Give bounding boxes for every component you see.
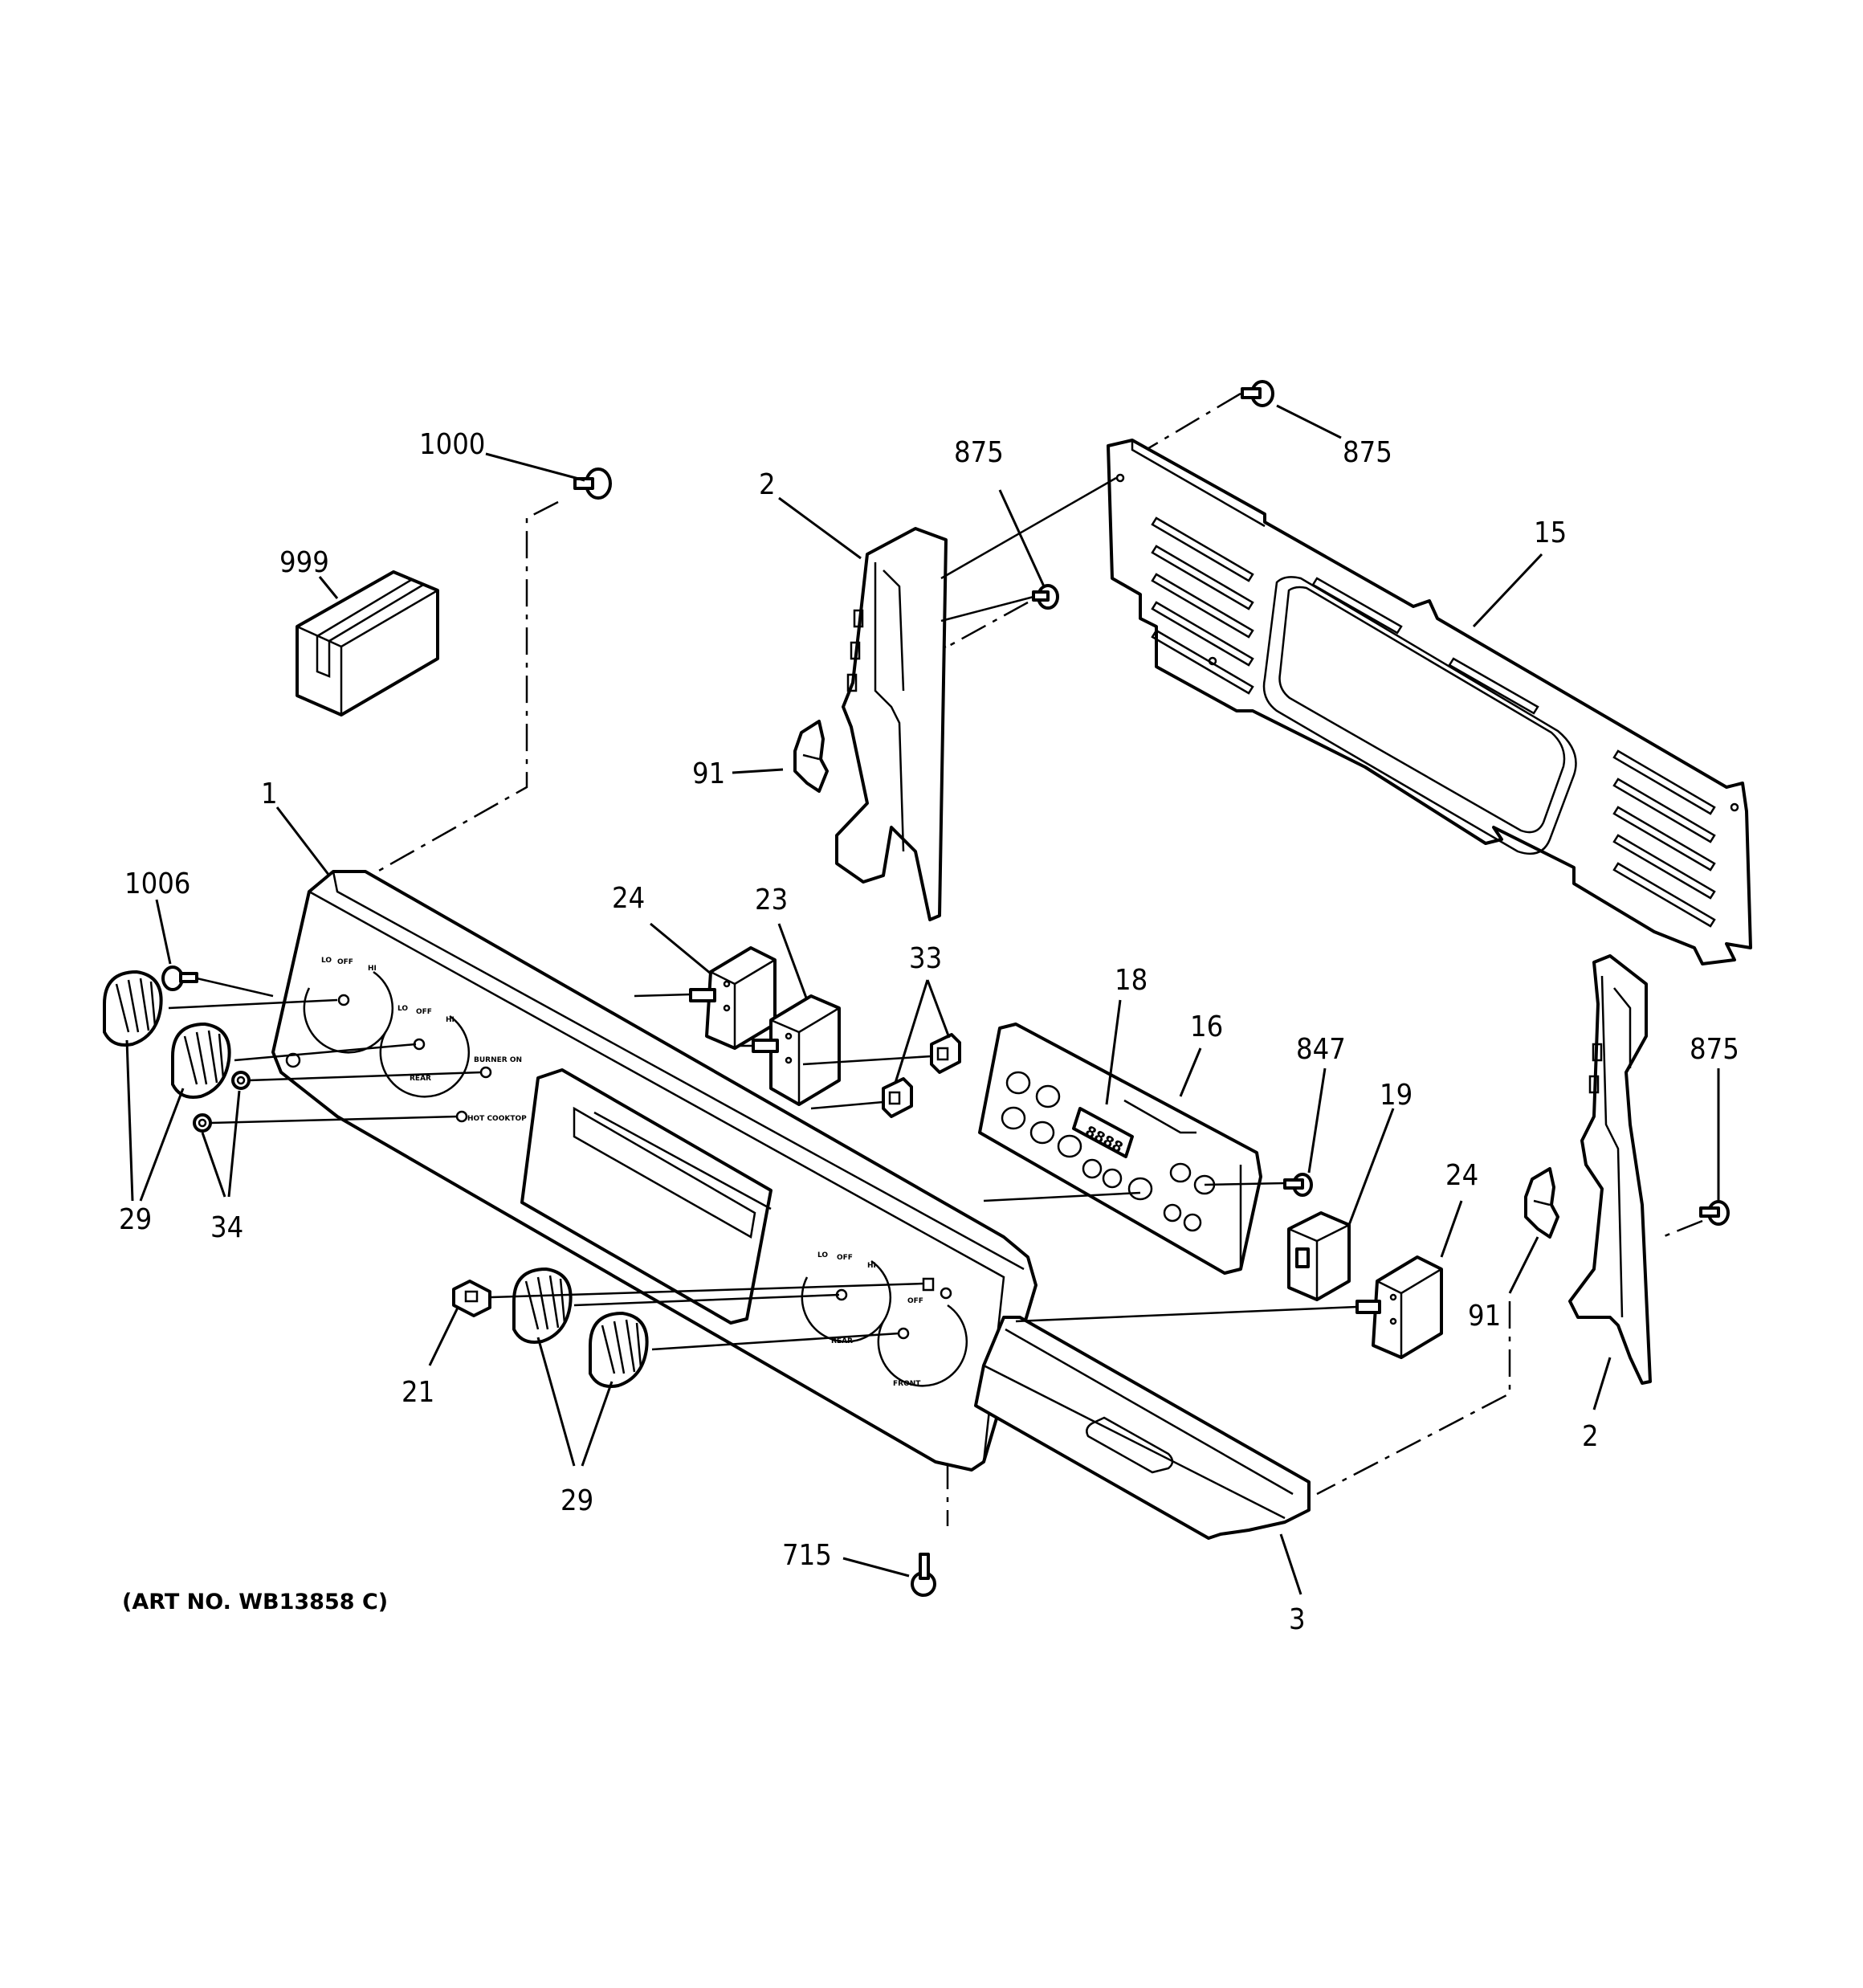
callout-1006: 1006 <box>124 867 190 900</box>
callout-91-left: 91 <box>692 757 725 790</box>
panel-15-louvers-right <box>1612 749 1716 928</box>
part-2-left-bracket <box>835 527 948 921</box>
callout-847: 847 <box>1296 1033 1346 1066</box>
part-91-right-clip <box>1524 1167 1559 1239</box>
part-34-clip-a <box>231 1071 251 1090</box>
part-2-right-bracket <box>1568 954 1652 1385</box>
part-24-right-switch <box>1355 1255 1443 1359</box>
part-34-clip-b <box>193 1113 212 1133</box>
part-21-switch <box>452 1280 491 1317</box>
callout-875-right: 875 <box>1690 1033 1739 1066</box>
dial-left-1-lo-label: LO <box>321 957 332 965</box>
part-29-knob-1 <box>103 970 163 1047</box>
part-29-knob-3 <box>512 1268 573 1344</box>
part-875-mid-screw <box>1032 584 1059 610</box>
callout-875-top: 875 <box>1343 436 1392 469</box>
callout-21: 21 <box>402 1376 434 1409</box>
part-875-right-screw <box>1699 1200 1730 1226</box>
dial-left-2-rear-label: REAR <box>410 1075 431 1083</box>
part-715-screw <box>911 1553 936 1597</box>
part-29-knob-4 <box>589 1312 649 1388</box>
panel-1-dial-left-1: OFF LO HI <box>303 957 394 1054</box>
burner-on-label: BURNER ON <box>474 1056 522 1064</box>
callout-1000: 1000 <box>419 428 485 461</box>
part-91-left-clip <box>793 720 829 793</box>
callout-labels: 1000 999 2 875 875 15 91 1 1006 24 23 33… <box>119 428 1739 1636</box>
part-19-switch <box>1287 1211 1351 1301</box>
callout-18: 18 <box>1115 964 1148 997</box>
dial-left-2-off-label: OFF <box>416 1008 432 1016</box>
dial-right-1-rear-label: REAR <box>831 1337 853 1345</box>
dial-left-1-hi-label: HI <box>368 965 377 973</box>
hot-cooktop-label: HOT COOKTOP <box>467 1115 527 1123</box>
callout-33: 33 <box>909 942 942 975</box>
dial-right-1-lo-label: LO <box>817 1251 828 1259</box>
part-15-back-panel <box>1107 439 1752 965</box>
dial-right-1-hi-label: HI <box>867 1262 876 1270</box>
dial-right-2-front-label: FRONT <box>893 1380 921 1388</box>
callout-34: 34 <box>210 1211 243 1244</box>
art-number: (ART NO. WB13858 C) <box>122 1590 388 1614</box>
part-23-switch <box>752 994 841 1106</box>
callout-29-left: 29 <box>119 1203 152 1236</box>
part-1-control-panel: OFF LO HI OFF LO HI REAR BURNER ON HOT C… <box>271 870 1037 1472</box>
callout-3: 3 <box>1289 1603 1306 1636</box>
callout-23: 23 <box>755 884 788 916</box>
dial-right-2-off-label: OFF <box>907 1297 923 1305</box>
part-16-control-board: 8888 <box>978 1023 1262 1275</box>
board-16-display <box>1072 1107 1134 1158</box>
part-33-switch-a <box>930 1033 961 1074</box>
callout-24-right: 24 <box>1445 1159 1478 1192</box>
part-847-screw <box>1283 1173 1313 1197</box>
panel-1-indicator-light <box>285 1052 301 1068</box>
board-16-buttons <box>1001 1071 1216 1232</box>
part-999-box <box>296 570 439 716</box>
callout-91-right: 91 <box>1468 1300 1501 1333</box>
panel-1-dial-left-2: OFF LO HI REAR <box>379 1005 471 1098</box>
dial-left-2-hi-label: HI <box>446 1016 455 1024</box>
callout-24-left: 24 <box>612 882 645 915</box>
callout-875-mid: 875 <box>954 436 1004 469</box>
part-29-knob-2 <box>171 1023 231 1099</box>
part-24-left-switch <box>689 946 777 1050</box>
dial-right-1-off-label: OFF <box>837 1254 853 1262</box>
callout-2-right: 2 <box>1582 1420 1599 1453</box>
part-3-lower-trim <box>974 1316 1311 1540</box>
panel-15-louvers-left <box>1151 516 1254 695</box>
callout-19: 19 <box>1380 1079 1413 1112</box>
part-1006-screw <box>161 965 198 991</box>
knob-alignment-lines <box>168 476 1358 1351</box>
callout-15: 15 <box>1534 516 1567 549</box>
part-875-top-screw <box>1241 380 1274 407</box>
callout-29-bottom: 29 <box>561 1484 593 1517</box>
callout-2-top: 2 <box>759 468 776 501</box>
dial-left-1-off-label: OFF <box>337 958 353 966</box>
leader-lines <box>125 404 1720 1595</box>
callout-999: 999 <box>279 546 329 579</box>
callout-715: 715 <box>782 1539 832 1572</box>
part-1000-screw <box>573 467 612 500</box>
dial-left-2-lo-label: LO <box>397 1005 408 1013</box>
callout-16: 16 <box>1190 1010 1223 1043</box>
part-33-switch-b <box>882 1077 913 1118</box>
callout-1: 1 <box>261 778 278 810</box>
